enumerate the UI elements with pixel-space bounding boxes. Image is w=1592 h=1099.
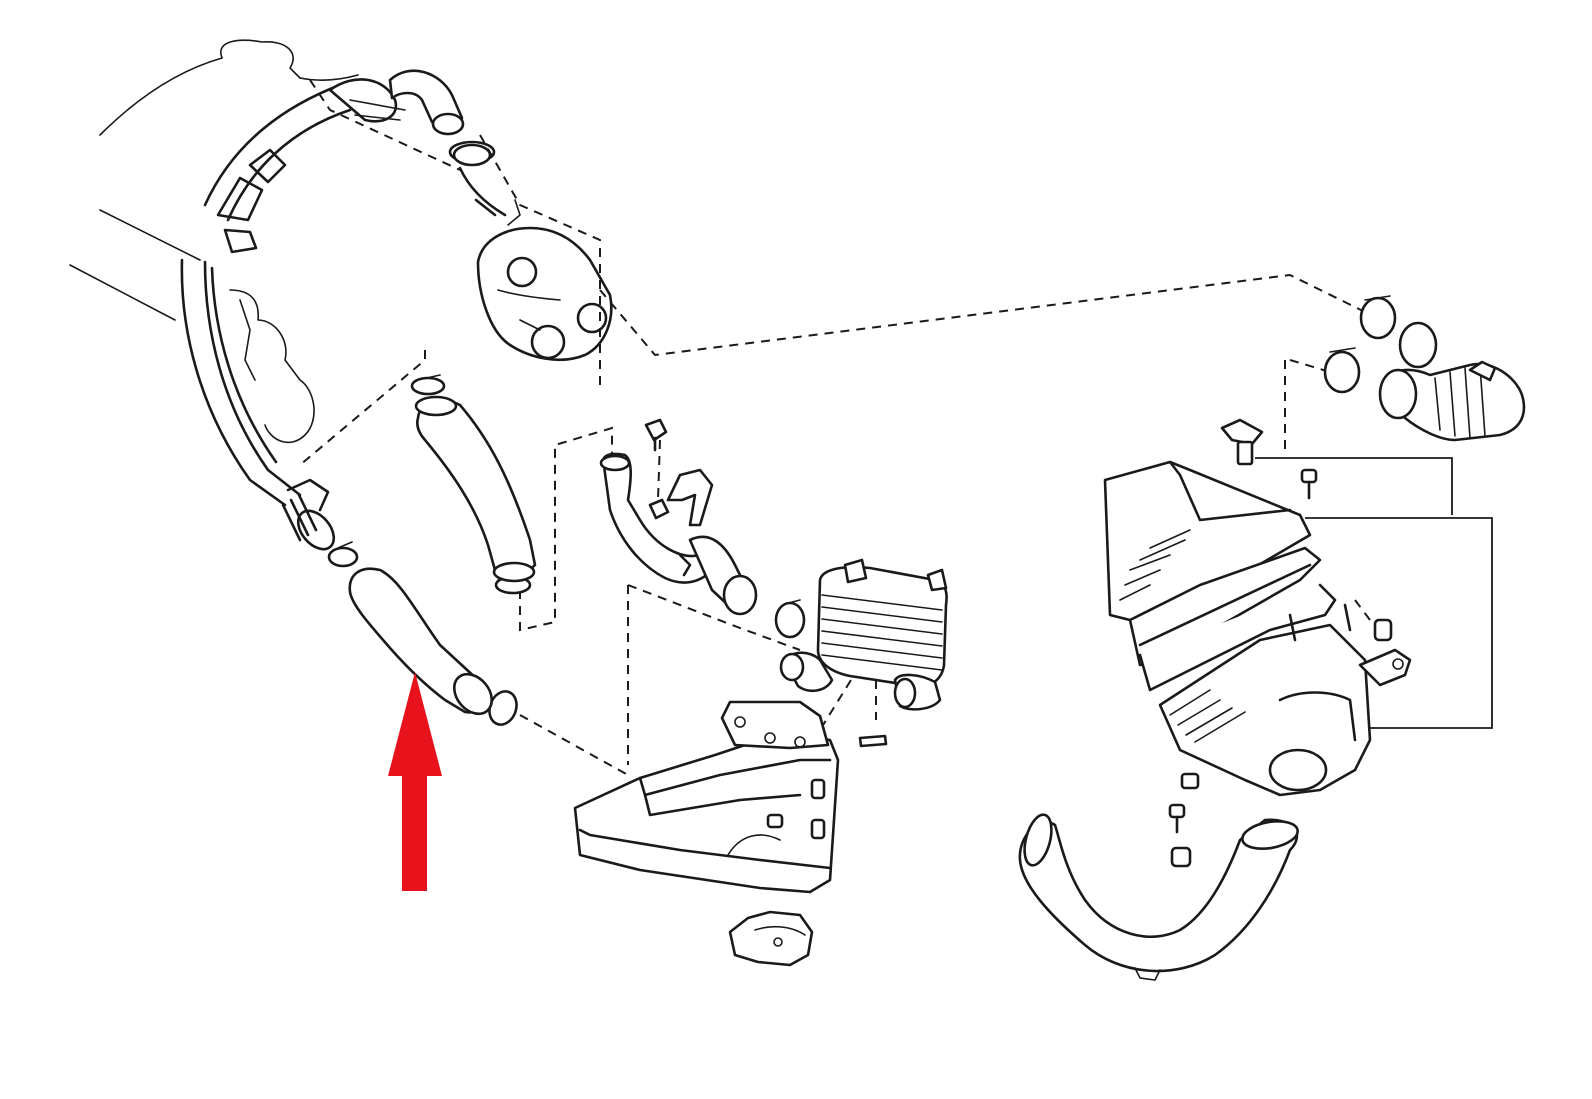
intercooler-inlet-hose: [348, 567, 494, 716]
air-filter-housing: [1103, 460, 1412, 797]
air-filter-leader-lines: [1255, 457, 1493, 729]
turbocharger: [448, 140, 613, 362]
hose-clamp-intercooler: [774, 601, 806, 639]
mass-airflow-sensor: [1220, 418, 1264, 466]
air-intake-hose: [1378, 321, 1526, 442]
air-intake-scoop: [573, 700, 840, 894]
hose-clamp-turbo: [452, 143, 492, 167]
hose-clamp-airbox-top: [1359, 296, 1397, 340]
arrow-up-icon: [388, 672, 442, 891]
mounting-bracket: [644, 418, 714, 527]
hose-clamp-upper-left: [410, 376, 446, 396]
air-intake-elbow-pipe: [1018, 813, 1299, 981]
metal-intake-pipe: [599, 452, 758, 616]
intercooler: [779, 558, 948, 748]
bolts-and-grommets: [1168, 468, 1393, 868]
engine-block-outline: [69, 39, 359, 444]
intercooler-outlet-hose: [414, 395, 537, 583]
turbo-outlet-pipe: [180, 69, 465, 551]
scoop-cover-piece: [728, 910, 814, 967]
hose-clamp-airbox-mid: [1323, 350, 1361, 394]
hose-clamp-lower-left: [327, 546, 359, 568]
